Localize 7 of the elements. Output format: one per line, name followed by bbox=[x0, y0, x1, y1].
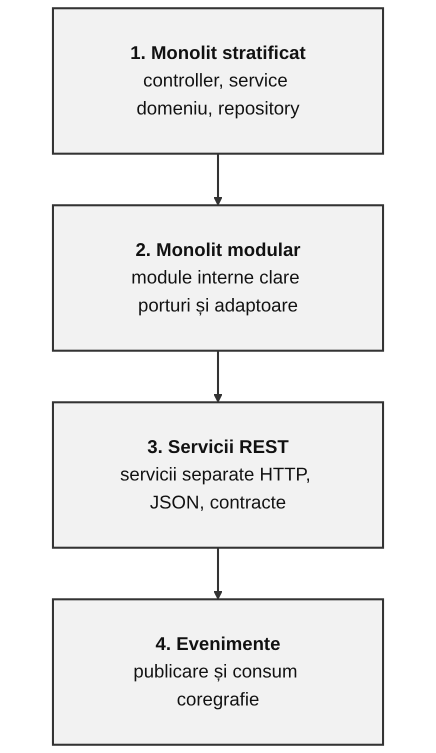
node-box: 4. Evenimente publicare și consum coregrafie bbox=[52, 598, 384, 746]
node-box: 3. Servicii REST servicii separate HTTP, JSON, contracte bbox=[52, 401, 384, 549]
node-box: 1. Monolit stratificat controller, service domeniu, repository bbox=[52, 7, 384, 155]
node-box: 2. Monolit modular module interne clare porturi și adaptoare bbox=[52, 204, 384, 352]
arrow bbox=[213, 548, 223, 600]
arrow bbox=[213, 154, 223, 206]
arrow bbox=[213, 350, 223, 403]
